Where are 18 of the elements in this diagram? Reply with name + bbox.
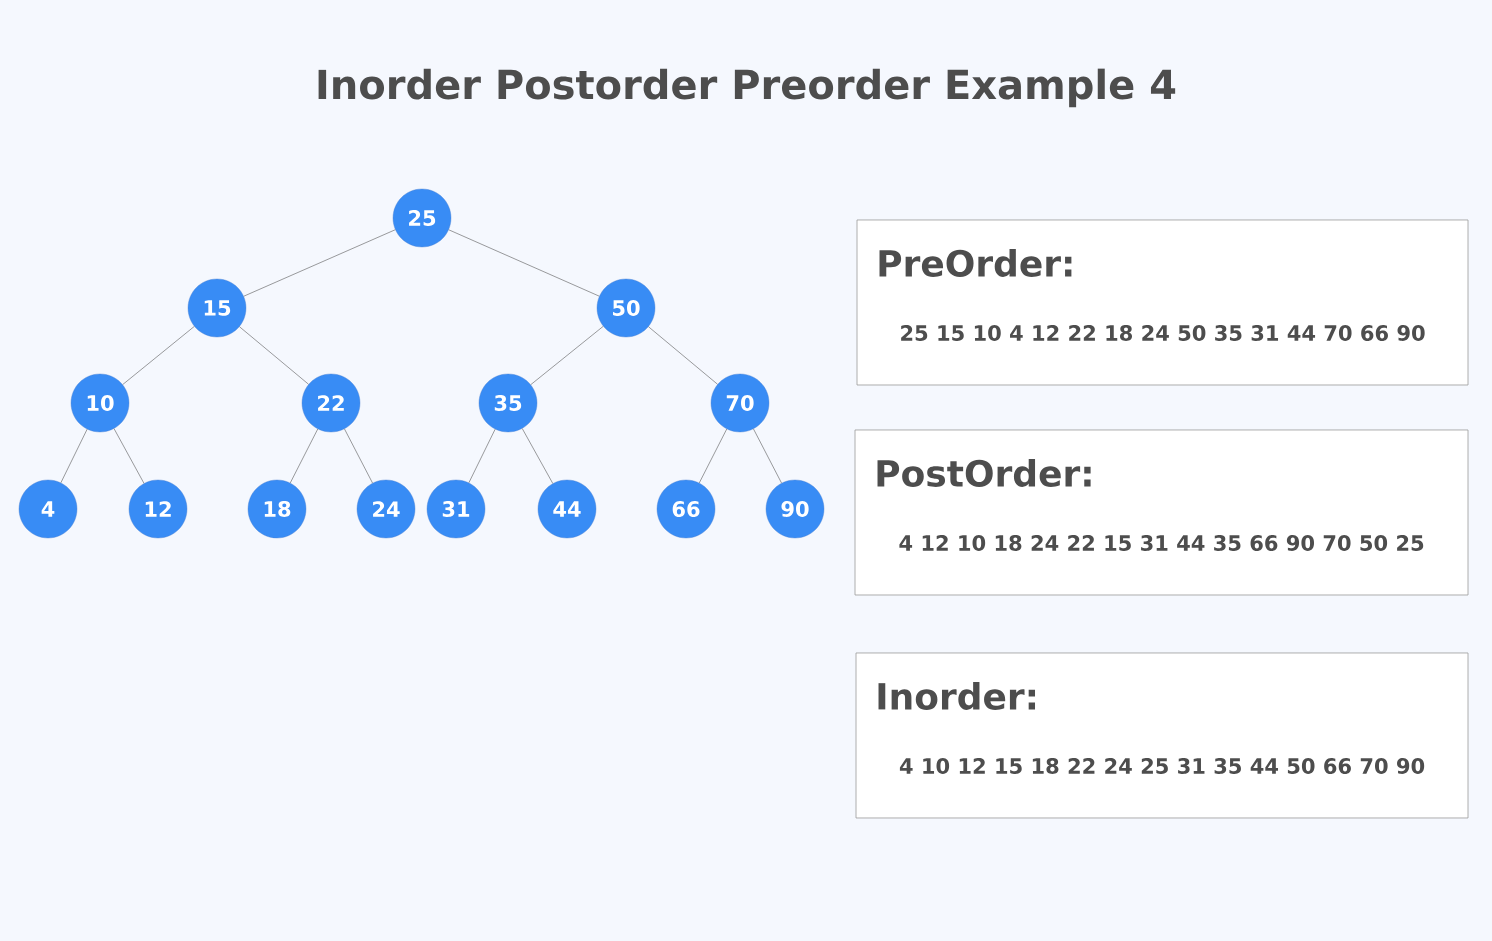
tree-edge bbox=[753, 428, 782, 484]
tree-edge bbox=[448, 229, 600, 297]
tree-edge bbox=[468, 428, 496, 484]
tree-edge bbox=[530, 326, 604, 385]
tree-edge bbox=[113, 428, 145, 484]
tree-edge bbox=[243, 229, 396, 297]
title: Inorder Postorder Preorder Example 4 bbox=[318, 68, 1176, 108]
tree-edge bbox=[239, 326, 309, 385]
traversal-box: PostOrder: 4 12 10 18 24 22 15 31 44 35 66 90 70 50 25 bbox=[854, 429, 1469, 596]
tree-edge bbox=[122, 326, 195, 385]
tree-edge bbox=[698, 428, 728, 484]
traversal-box: PreOrder: 25 15 10 4 12 22 18 24 50 35 31 44 70 66 90 bbox=[856, 219, 1469, 386]
traversal-box: Inorder: 4 10 12 15 18 22 24 25 31 35 44 50 66 70 90 bbox=[855, 652, 1469, 819]
tree-edge bbox=[289, 428, 319, 484]
tree-edge bbox=[648, 326, 718, 385]
tree-edge bbox=[60, 428, 88, 484]
tree-edge bbox=[344, 428, 373, 484]
tree-edge bbox=[521, 428, 554, 484]
